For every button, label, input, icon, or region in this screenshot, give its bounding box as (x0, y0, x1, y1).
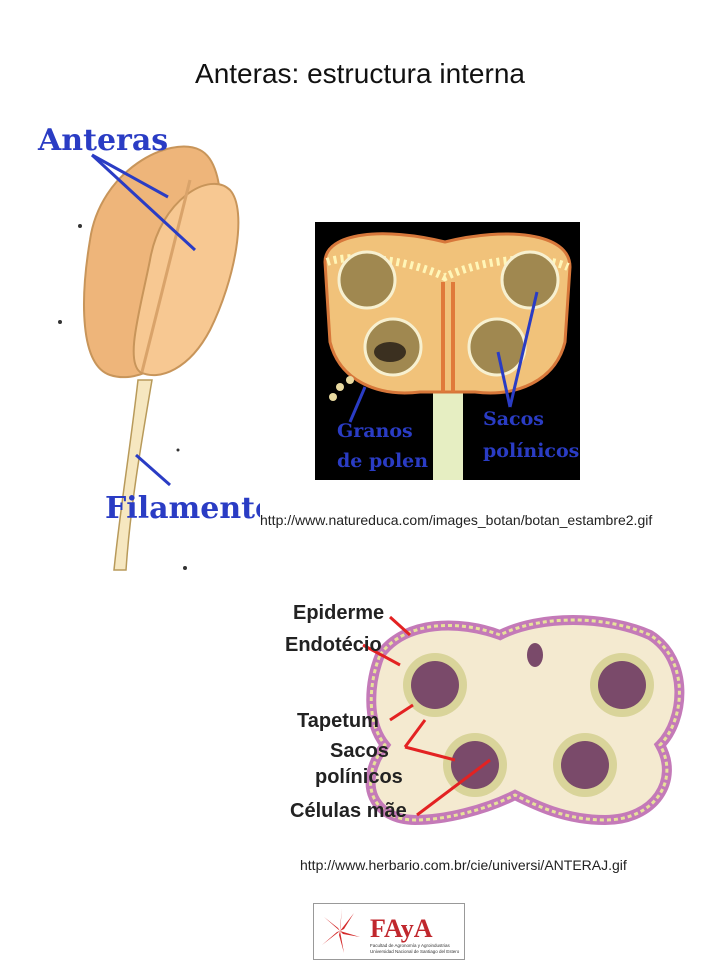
label-filamento: Filamento (105, 491, 260, 526)
logo-subtitle-1: Facultad de Agronomía y Agroindustrias (370, 943, 451, 948)
label-sacos: Sacos (330, 740, 389, 762)
anther-schematic-herbario: Epiderme Endotécio Tapetum Sacos polínic… (285, 602, 685, 826)
label-polinicos: polínicos (315, 766, 403, 788)
slide-title: Anteras: estructura interna (195, 58, 525, 89)
label-granos: Granos (337, 420, 413, 442)
logo-text: FAyA (370, 914, 433, 943)
anther-cross-section-natureduca: Granos de polen Sacos polínicos (315, 222, 580, 480)
label-tapetum: Tapetum (297, 710, 379, 732)
label-anteras: Anteras (37, 123, 168, 158)
label-celulas-mae: Células mãe (290, 800, 407, 822)
logo-subtitle-2: Universidad Nacional de Santiago del Est… (370, 949, 460, 954)
label-endotecio: Endotécio (285, 634, 382, 656)
label-polinicos: polínicos (483, 440, 579, 462)
label-sacos: Sacos (483, 408, 544, 430)
stamen-illustration: Anteras Filamento (37, 123, 260, 571)
faya-logo: FAyA Facultad de Agronomía y Agroindustr… (313, 903, 465, 960)
label-de-polen: de polen (337, 450, 428, 472)
faya-logo-mark: FAyA Facultad de Agronomía y Agroindustr… (322, 909, 460, 954)
label-epiderme: Epiderme (293, 602, 384, 624)
source-url-natureduca[interactable]: http://www.natureduca.com/images_botan/b… (260, 512, 653, 528)
source-url-herbario[interactable]: http://www.herbario.com.br/cie/universi/… (300, 857, 627, 873)
